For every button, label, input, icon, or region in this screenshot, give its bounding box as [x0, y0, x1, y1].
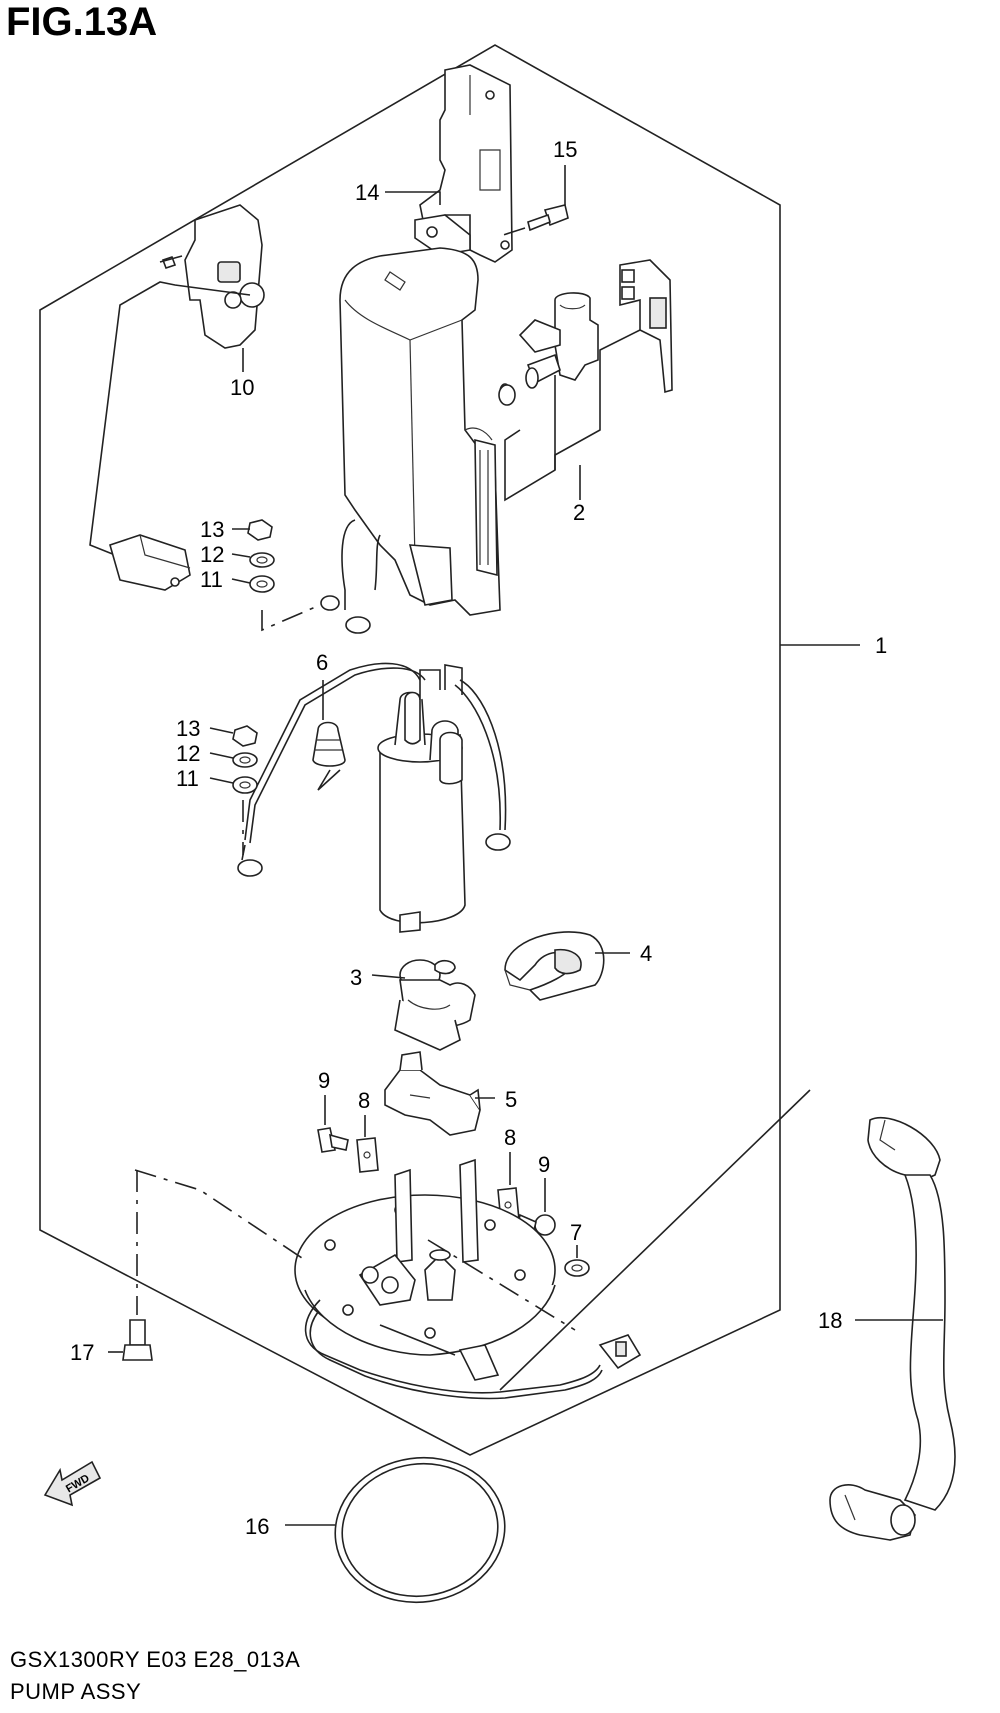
callout-17: 17 — [70, 1340, 94, 1365]
assembly-outline — [39, 44, 781, 1456]
callout-labels: 1 2 3 4 5 6 7 8 8 9 9 10 11 11 12 12 13 … — [70, 137, 887, 1539]
callout-7: 7 — [570, 1220, 582, 1245]
callout-9-left: 9 — [318, 1068, 330, 1093]
spacer-part-8-left — [356, 1137, 379, 1173]
screw-part-15 — [499, 204, 569, 237]
callout-14: 14 — [355, 180, 379, 205]
bolt-part-17 — [122, 1170, 153, 1361]
screw-part-9-left — [317, 1127, 349, 1153]
callout-11-upper: 11 — [200, 567, 223, 592]
figure-title: FIG.13A — [6, 0, 158, 44]
holder-part-3 — [394, 959, 476, 1051]
level-gauge-part-10 — [89, 204, 265, 591]
plate-part-5 — [384, 1051, 481, 1136]
nut-washer-set-upper — [247, 519, 275, 593]
assembly-name: PUMP ASSY — [10, 1679, 142, 1704]
upper-wire-leads — [261, 519, 381, 634]
bracket-part-14 — [414, 64, 513, 263]
callout-4: 4 — [640, 941, 652, 966]
callout-16: 16 — [245, 1514, 269, 1539]
callout-11-lower: 11 — [176, 766, 199, 791]
callout-12-lower: 12 — [176, 741, 200, 766]
callout-1: 1 — [875, 633, 887, 658]
callout-10: 10 — [230, 375, 254, 400]
callout-2: 2 — [573, 500, 585, 525]
callout-13-lower: 13 — [176, 716, 200, 741]
callout-leader-lines — [108, 165, 943, 1526]
fwd-arrow-icon: FWD — [43, 1460, 102, 1507]
washer-part-7 — [564, 1259, 590, 1277]
callout-13-upper: 13 — [200, 517, 224, 542]
o-ring-part-16 — [334, 1456, 506, 1604]
callout-9-right: 9 — [538, 1152, 550, 1177]
hose-part-18 — [829, 1117, 956, 1541]
model-code: GSX1300RY E03 E28_013A — [10, 1647, 301, 1672]
callout-6: 6 — [316, 650, 328, 675]
cushion-plate-part-4 — [504, 931, 605, 1001]
base-plate-assembly — [134, 1089, 811, 1400]
callout-5: 5 — [505, 1087, 517, 1112]
callout-18: 18 — [818, 1308, 842, 1333]
callout-8-left: 8 — [358, 1088, 370, 1113]
pump-housing-part-2 — [339, 247, 673, 616]
callout-3: 3 — [350, 965, 362, 990]
fuel-pump-part-6 — [237, 662, 511, 933]
callout-15: 15 — [553, 137, 577, 162]
nut-washer-set-lower — [232, 725, 258, 855]
callout-12-upper: 12 — [200, 542, 224, 567]
callout-8-right: 8 — [504, 1125, 516, 1150]
